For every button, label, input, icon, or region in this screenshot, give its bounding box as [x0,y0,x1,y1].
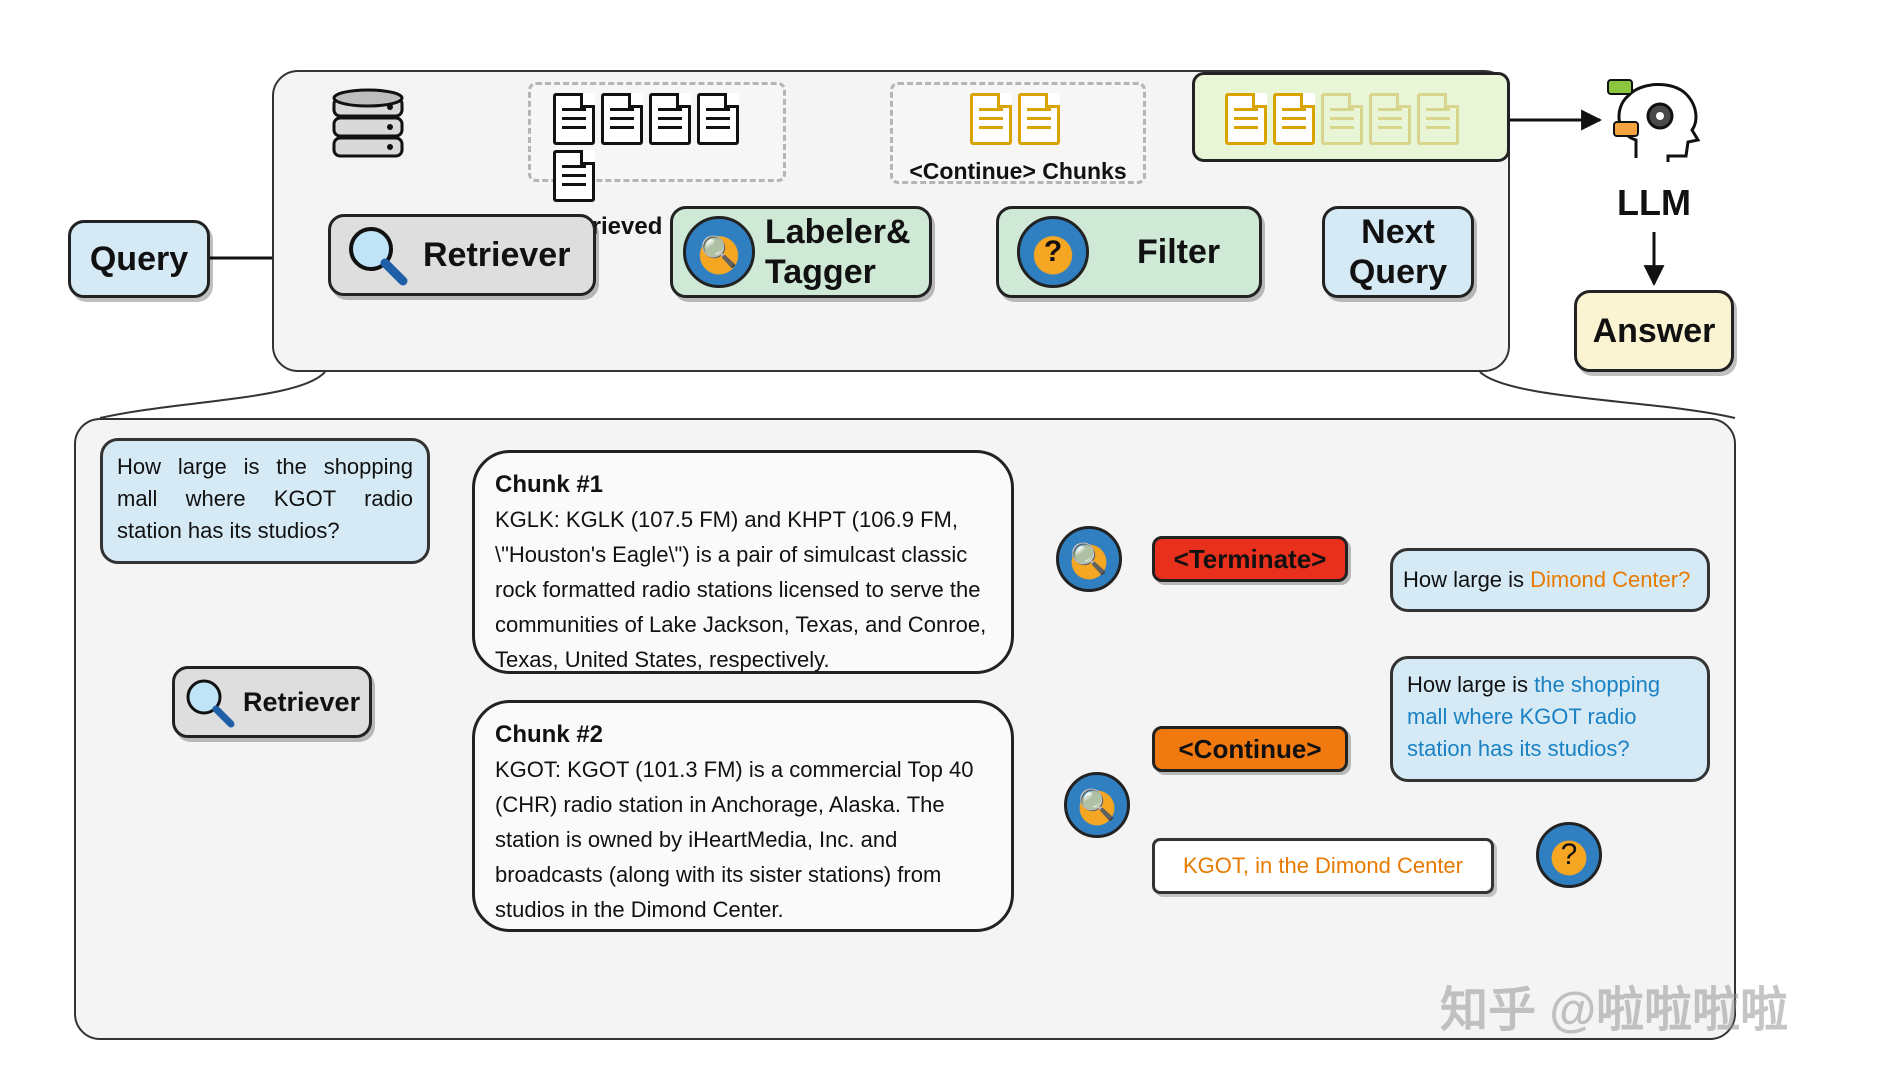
brain-gear-icon [1606,78,1706,164]
bert-character-icon: ? [1017,216,1089,288]
document-icon [1369,93,1411,145]
query-node: Query [68,220,210,298]
magnifier-icon [183,676,235,728]
terminate-tag: <Terminate> [1152,536,1348,582]
next-prefix: How large is [1403,567,1531,592]
chunk-2-card: Chunk #2 KGOT: KGOT (101.3 FM) is a comm… [472,700,1014,932]
magnifier-icon [345,223,409,287]
answer-node: Answer [1574,290,1734,372]
llm-label: LLM [1617,182,1691,223]
labeler-tagger-label: Labeler& Tagger [765,212,911,292]
rewritten-prefix: How large is [1407,672,1535,697]
question-box: How large is the shopping mall where KGO… [100,438,430,564]
retrieved-chunks-box: Retrieved Chunks [528,82,786,240]
answer-label: Answer [1592,311,1716,350]
chunk-1-body: KGLK: KGLK (107.5 FM) and KHPT (106.9 FM… [495,507,987,672]
chunk-2-title: Chunk #2 [495,721,604,748]
document-icon [1417,93,1459,145]
question-text: How large is the shopping mall where KGO… [117,454,413,543]
next-line: Next [1361,213,1435,251]
watermark: 知乎 @啦啦啦啦 [1440,984,1789,1037]
database-icon [330,88,406,172]
next-question-box: How large is Dimond Center? [1390,548,1710,612]
terminate-label: <Terminate> [1173,543,1327,574]
labeler-tagger-node: 🔍 Labeler& Tagger [670,206,932,298]
bert-character-icon: 🔍 [1056,526,1122,592]
query-line: Query [1348,253,1448,291]
filter-node: ? Filter [996,206,1262,298]
chunk-1-title: Chunk #1 [495,471,604,498]
filter-label: Filter [1137,232,1221,271]
document-icon [1018,93,1060,145]
rewritten-highlight: the shopping mall where KGOT radio stati… [1407,672,1661,761]
document-icon [553,150,595,202]
continue-chunks-box: <Continue> Chunks [890,82,1146,184]
labeler-line: Labeler& [765,213,911,251]
bert-character-icon: 🔍 [683,216,755,288]
continue-label: <Continue> [1178,733,1322,764]
bert-character-icon: ? [1536,822,1602,888]
next-highlight: Dimond Center? [1530,567,1691,592]
detail-retriever-node: Retriever [172,666,372,738]
tagger-line: Tagger [765,253,876,291]
continue-chunks-label: <Continue> Chunks [909,158,1127,184]
document-icon-row [893,93,1143,150]
extracted-info-box: KGOT, in the Dimond Center [1152,838,1494,894]
document-icon-row [553,93,783,207]
next-query-label: Next Query [1349,212,1447,292]
next-query-node: Next Query [1322,206,1474,298]
document-icon [697,93,739,145]
document-icon [553,93,595,145]
chunk-2-body: KGOT: KGOT (101.3 FM) is a commercial To… [495,757,974,922]
document-icon [970,93,1012,145]
rewritten-query-box: How large is the shopping mall where KGO… [1390,656,1710,782]
document-icon [601,93,643,145]
continue-tag: <Continue> [1152,726,1348,772]
extracted-info-text: KGOT, in the Dimond Center [1182,853,1463,878]
detail-retriever-label: Retriever [243,686,361,717]
retriever-label: Retriever [423,235,571,274]
query-label: Query [89,239,189,278]
document-icon [649,93,691,145]
document-icon [1225,93,1267,145]
bert-character-icon: 🔍 [1064,772,1130,838]
output-chunks-box [1192,72,1510,162]
retriever-node: Retriever [328,214,596,296]
chunk-1-card: Chunk #1 KGLK: KGLK (107.5 FM) and KHPT … [472,450,1014,674]
document-icon [1273,93,1315,145]
document-icon [1321,93,1363,145]
